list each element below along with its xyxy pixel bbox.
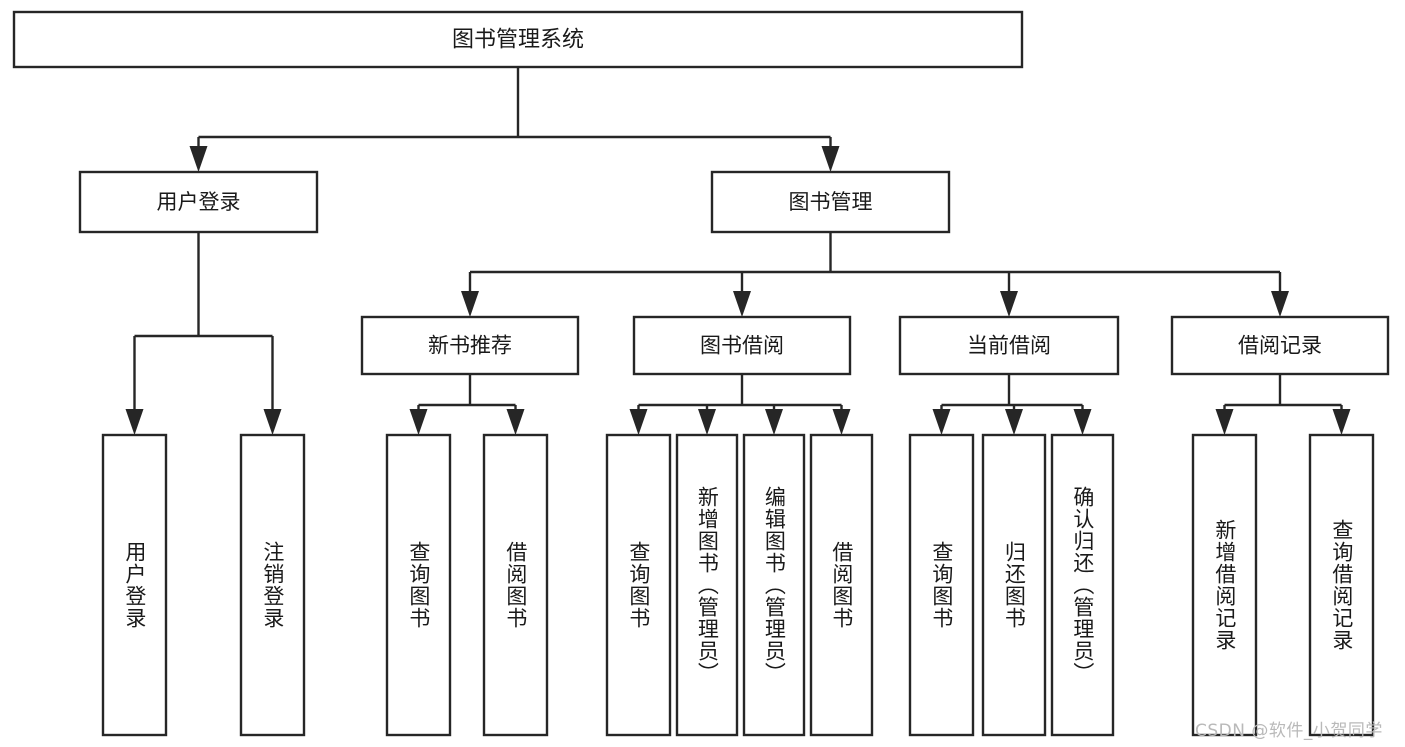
node-box-leaf-confirm-return-admin[interactable] bbox=[1050, 433, 1115, 737]
edge-root-to-level2-arrow-1 bbox=[821, 146, 840, 172]
node-box-leaf-add-book-admin[interactable] bbox=[675, 433, 739, 737]
node-label-root: 图书管理系统 bbox=[452, 28, 584, 53]
node-boxes-layer bbox=[12, 10, 1390, 737]
node-label-book-borrow: 图书借阅 bbox=[700, 334, 784, 358]
edge-bookmgmt-to-level3-arrow-2 bbox=[1000, 291, 1018, 317]
edge-records-to-leaves-arrow-1 bbox=[1332, 409, 1351, 435]
edge-bookmgmt-to-level3-arrow-3 bbox=[1271, 291, 1289, 317]
node-box-borrow-records[interactable] bbox=[1170, 315, 1390, 376]
edge-current-to-leaves-arrow-1 bbox=[1005, 409, 1023, 435]
node-box-leaf-add-borrow-record[interactable] bbox=[1191, 433, 1258, 737]
edge-borrow-to-leaves-arrow-1 bbox=[698, 409, 716, 435]
edge-borrow-to-leaves-arrow-2 bbox=[765, 409, 783, 435]
connector-edges-layer bbox=[125, 67, 1351, 435]
node-box-leaf-query-book-current[interactable] bbox=[908, 433, 975, 737]
node-box-leaf-borrow-book-recommend[interactable] bbox=[482, 433, 549, 737]
edge-bookmgmt-to-level3-arrow-1 bbox=[733, 291, 751, 317]
node-label-user-login: 用户登录 bbox=[157, 190, 241, 214]
node-label-new-book-recommend: 新书推荐 bbox=[428, 334, 512, 358]
edge-recommend-to-leaves-arrow-1 bbox=[506, 409, 525, 435]
node-box-leaf-user-login[interactable] bbox=[101, 433, 168, 737]
edge-userlogin-to-leaves bbox=[125, 232, 282, 435]
edge-root-to-level2 bbox=[189, 67, 840, 172]
edge-current-to-leaves bbox=[932, 374, 1092, 435]
node-label-borrow-records: 借阅记录 bbox=[1238, 334, 1322, 358]
edge-current-to-leaves-arrow-0 bbox=[932, 409, 951, 435]
node-box-book-borrow[interactable] bbox=[632, 315, 852, 376]
node-box-new-book-recommend[interactable] bbox=[360, 315, 580, 376]
edge-borrow-to-leaves-arrow-0 bbox=[629, 409, 648, 435]
edge-bookmgmt-to-level3-arrow-0 bbox=[461, 291, 479, 317]
edge-root-to-level2-arrow-0 bbox=[189, 146, 208, 172]
node-box-leaf-borrow-book[interactable] bbox=[809, 433, 874, 737]
edge-recommend-to-leaves-arrow-0 bbox=[409, 409, 428, 435]
node-box-leaf-logout[interactable] bbox=[239, 433, 306, 737]
node-box-leaf-query-borrow-record[interactable] bbox=[1308, 433, 1375, 737]
edge-current-to-leaves-arrow-2 bbox=[1073, 409, 1092, 435]
node-box-current-borrow[interactable] bbox=[898, 315, 1120, 376]
node-box-user-login[interactable] bbox=[78, 170, 319, 234]
node-box-leaf-edit-book-admin[interactable] bbox=[742, 433, 806, 737]
csdn-watermark: CSDN @软件_小贺同学 bbox=[1195, 721, 1383, 741]
edge-bookmgmt-to-level3 bbox=[461, 232, 1289, 317]
node-box-leaf-return-book[interactable] bbox=[981, 433, 1047, 737]
node-label-book-management: 图书管理 bbox=[789, 190, 873, 214]
node-box-leaf-query-book-borrow[interactable] bbox=[605, 433, 672, 737]
node-box-root[interactable] bbox=[12, 10, 1024, 69]
node-box-book-management[interactable] bbox=[710, 170, 951, 234]
edge-recommend-to-leaves bbox=[409, 374, 525, 435]
edge-borrow-to-leaves-arrow-3 bbox=[832, 409, 851, 435]
edge-userlogin-to-leaves-arrow-0 bbox=[125, 409, 144, 435]
node-box-leaf-query-book-recommend[interactable] bbox=[385, 433, 452, 737]
edge-borrow-to-leaves bbox=[629, 374, 851, 435]
edge-records-to-leaves bbox=[1215, 374, 1351, 435]
node-label-current-borrow: 当前借阅 bbox=[967, 334, 1051, 358]
edge-records-to-leaves-arrow-0 bbox=[1215, 409, 1234, 435]
edge-userlogin-to-leaves-arrow-1 bbox=[263, 409, 282, 435]
